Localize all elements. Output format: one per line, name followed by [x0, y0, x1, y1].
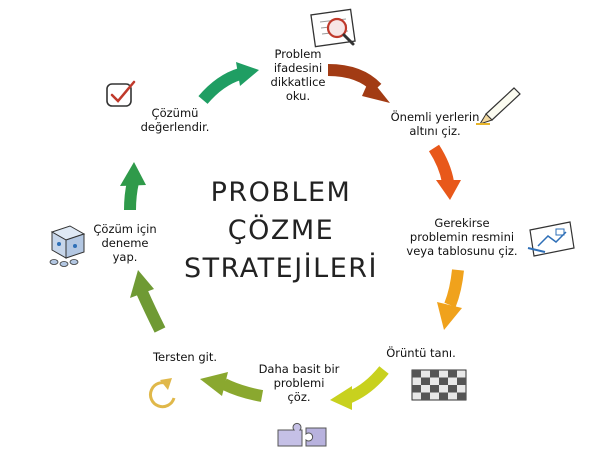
step-5-line-2: problemi — [273, 376, 325, 390]
arrow-1 — [327, 64, 390, 103]
arrow-5 — [200, 372, 264, 402]
title-line-1: PROBLEM — [210, 177, 352, 208]
step-8-label: Çözümü değerlendir. — [130, 106, 220, 134]
step-2-line-1: Önemli yerlerin — [390, 110, 480, 124]
step-8-line-2: değerlendir. — [140, 120, 210, 134]
step-3-line-3: veya tablosunu çiz. — [406, 244, 518, 258]
step-4-label: Örüntü tanı. — [376, 346, 466, 360]
title-line-3: STRATEJİLERİ — [184, 253, 378, 284]
checkbox-check-icon — [106, 80, 136, 107]
step-1-line-1: Problem — [274, 47, 322, 61]
step-2-label: Önemli yerlerin altını çiz. — [380, 110, 490, 138]
puzzle-icon — [277, 422, 327, 447]
pencil-icon — [476, 87, 521, 125]
step-1-line-2: ifadesini — [273, 61, 323, 75]
step-1-line-4: oku. — [285, 89, 311, 103]
arrow-3 — [437, 269, 464, 330]
step-4-line-1: Örüntü tanı. — [386, 346, 456, 360]
title-line-2: ÇÖZME — [227, 215, 335, 246]
step-6-label: Tersten git. — [140, 350, 230, 364]
step-7-line-2: deneme — [101, 236, 149, 250]
step-1-line-3: dikkatlice — [270, 75, 326, 89]
step-3-line-2: problemin resmini — [409, 230, 515, 244]
step-7-line-3: yap. — [112, 250, 138, 264]
undo-arrow-icon — [148, 378, 176, 409]
arrow-8 — [198, 62, 259, 104]
diagram-title: PROBLEM ÇÖZME STRATEJİLERİ — [174, 174, 388, 288]
step-3-line-1: Gerekirse — [434, 216, 490, 230]
step-2-line-2: altını çiz. — [409, 124, 461, 138]
step-5-line-3: çöz. — [287, 390, 311, 404]
step-6-line-1: Tersten git. — [152, 350, 218, 364]
step-7-line-1: Çözüm için — [93, 222, 157, 236]
magnifier-document-icon — [310, 8, 356, 48]
drawing-paper-icon — [527, 221, 575, 257]
dice-icon — [49, 225, 86, 267]
arrow-6 — [130, 270, 166, 333]
arrow-2 — [428, 144, 461, 200]
step-5-line-1: Daha basit bir — [258, 362, 340, 376]
step-3-label: Gerekirse problemin resmini veya tablosu… — [402, 216, 522, 258]
step-1-label: Problem ifadesini dikkatlice oku. — [258, 47, 338, 103]
step-8-line-1: Çözümü — [151, 106, 199, 120]
arrow-7 — [120, 162, 146, 211]
step-5-label: Daha basit bir problemi çöz. — [250, 362, 348, 404]
pattern-grid-icon — [411, 369, 467, 401]
step-7-label: Çözüm için deneme yap. — [80, 222, 170, 264]
arrow-4 — [330, 366, 389, 410]
